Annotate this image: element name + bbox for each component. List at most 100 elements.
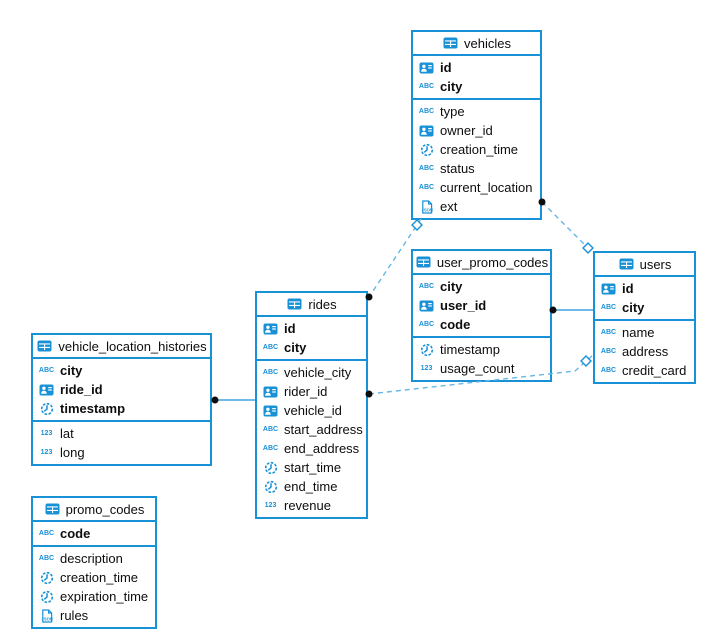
text-icon-glyph: ABC	[418, 283, 435, 290]
int-icon-glyph: 123	[40, 430, 53, 437]
text-icon: ABC	[38, 367, 55, 374]
text-icon-glyph: ABC	[38, 530, 55, 537]
field-row: id	[257, 319, 366, 338]
table-header: users	[595, 253, 694, 277]
field-name: start_time	[284, 460, 342, 475]
text-icon-glyph: ABC	[262, 369, 279, 376]
relation-diamond	[411, 219, 423, 231]
field-row: JSON rules	[33, 606, 155, 625]
field-name: start_address	[284, 422, 363, 437]
text-icon: ABC	[262, 344, 279, 351]
table-title: vehicles	[464, 35, 511, 51]
svg-text:JSON: JSON	[421, 207, 432, 212]
field-name: revenue	[284, 498, 331, 513]
text-icon: ABC	[418, 321, 435, 328]
time-icon	[38, 590, 55, 604]
field-row: ABC city	[257, 338, 366, 357]
text-icon-glyph: ABC	[262, 426, 279, 433]
field-name: ride_id	[60, 382, 103, 397]
text-icon: ABC	[418, 283, 435, 290]
relation-diamond	[582, 242, 594, 254]
uuid-icon	[38, 384, 55, 396]
text-icon: ABC	[262, 369, 279, 376]
relation-line-vehicles-users	[541, 201, 593, 253]
text-icon-glyph: ABC	[418, 83, 435, 90]
field-row: end_time	[257, 477, 366, 496]
int-icon-glyph: 123	[40, 449, 53, 456]
field-name: city	[284, 340, 307, 355]
field-row: start_time	[257, 458, 366, 477]
uuid-icon	[600, 283, 617, 295]
table-header: vehicles	[413, 32, 540, 56]
field-name: rules	[60, 608, 89, 623]
field-row: ride_id	[33, 380, 210, 399]
table-icon	[618, 258, 635, 270]
text-icon: ABC	[600, 329, 617, 336]
field-name: user_id	[440, 298, 487, 313]
field-row: ABC start_address	[257, 420, 366, 439]
table-header: promo_codes	[33, 498, 155, 522]
table-icon	[442, 37, 459, 49]
text-icon: ABC	[418, 108, 435, 115]
text-icon-glyph: ABC	[38, 555, 55, 562]
relation-dot	[211, 396, 219, 404]
text-icon-glyph: ABC	[600, 304, 617, 311]
field-row: timestamp	[33, 399, 210, 418]
field-name: timestamp	[440, 342, 500, 357]
text-icon: ABC	[418, 83, 435, 90]
int-icon: 123	[38, 449, 55, 456]
table-icon	[286, 298, 303, 310]
table-title: user_promo_codes	[436, 254, 549, 270]
text-icon-glyph: ABC	[600, 367, 617, 374]
field-row: ABC status	[413, 159, 540, 178]
uuid-icon	[262, 386, 279, 398]
field-name: end_time	[284, 479, 338, 494]
field-name: id	[622, 281, 634, 296]
field-name: rider_id	[284, 384, 328, 399]
time-icon	[262, 461, 279, 475]
field-row: vehicle_id	[257, 401, 366, 420]
int-icon: 123	[418, 365, 435, 372]
text-icon-glyph: ABC	[418, 184, 435, 191]
table-title: promo_codes	[65, 501, 145, 517]
field-name: vehicle_id	[284, 403, 342, 418]
field-row: id	[413, 58, 540, 77]
table-icon	[36, 340, 53, 352]
json-icon: JSON	[38, 608, 55, 623]
text-icon-glyph: ABC	[418, 165, 435, 172]
text-icon: ABC	[600, 348, 617, 355]
field-name: description	[60, 551, 123, 566]
text-icon-glyph: ABC	[600, 329, 617, 336]
text-icon: ABC	[600, 304, 617, 311]
field-name: status	[440, 161, 475, 176]
table-title: users	[639, 256, 672, 272]
text-icon-glyph: ABC	[418, 108, 435, 115]
field-name: vehicle_city	[284, 365, 352, 380]
time-icon	[418, 343, 435, 357]
